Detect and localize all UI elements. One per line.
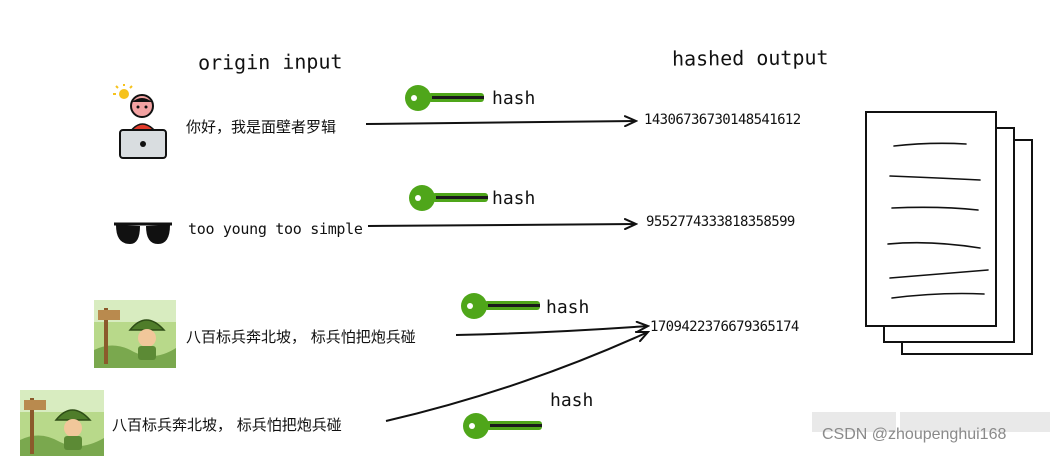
blurred-patch: [812, 412, 896, 432]
watermark: CSDN @zhoupenghui168: [822, 426, 1007, 443]
arrow-row-1: [365, 121, 636, 124]
input-text-row-3: 八百标兵奔北坡， 标兵怕把炮兵碰: [186, 328, 416, 346]
key-icon: [405, 85, 484, 111]
hash-label-row-1: hash: [492, 88, 536, 109]
key-icon: [463, 413, 542, 439]
hash-label-row-3: hash: [546, 297, 590, 318]
hash-label-row-2: hash: [492, 188, 536, 209]
arrow-row-2: [367, 224, 636, 226]
key-icon: [461, 293, 540, 319]
arrow-row-3: [455, 326, 648, 336]
blurred-patch: [900, 412, 1050, 432]
key-icon: [409, 185, 488, 211]
input-text-row-4: 八百标兵奔北坡， 标兵怕把炮兵碰: [112, 416, 342, 434]
arrow-row-4: [385, 332, 648, 422]
output-hash-row-3: 1709422376679365174: [650, 319, 799, 335]
input-text-row-1: 你好，我是面壁者罗辑: [186, 118, 337, 136]
output-hash-row-2: 9552774333818358599: [646, 214, 795, 230]
input-text-row-2: too young too simple: [188, 220, 363, 238]
hash-label-row-4: hash: [550, 390, 594, 411]
output-hash-row-1: 14306736730148541612: [644, 112, 801, 128]
